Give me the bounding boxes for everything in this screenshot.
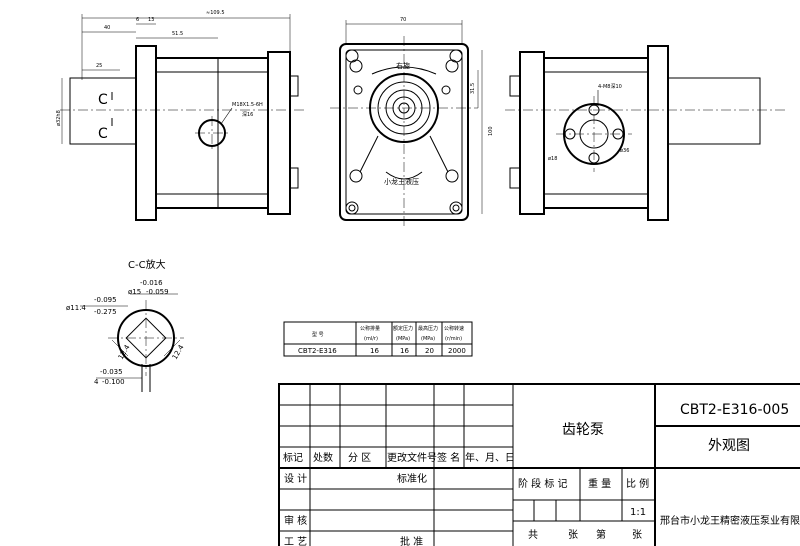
shaft-diameter-label: ø32h8 bbox=[56, 110, 62, 126]
view-name: 外观图 bbox=[708, 438, 750, 454]
spec-cell-model: CBT2-E316 bbox=[298, 347, 337, 355]
stage-label: 阶 段 标 记 bbox=[518, 477, 568, 490]
rev-mark: 标记 bbox=[283, 452, 303, 464]
rear-view: 4-M8深10 ø18 ø36 bbox=[505, 45, 785, 221]
key-4-label: 4 bbox=[94, 378, 99, 386]
section-cc: C-C放大 -0.016 ø15 -0.059 -0.095 ø11.4 -0.… bbox=[66, 258, 186, 392]
flange-height-label: 100 bbox=[488, 126, 494, 136]
front-view: ≈109.5 40 6 13 51.5 25 ø32h8 C C M18X1.5… bbox=[56, 10, 305, 221]
drawing-number: CBT2-E316-005 bbox=[680, 402, 789, 418]
rev-signature: 签 名 bbox=[437, 451, 460, 464]
flange-width-label: 70 bbox=[400, 17, 406, 23]
spec-cell-max: 20 bbox=[425, 347, 434, 355]
dim-40-label: 40 bbox=[104, 25, 110, 31]
rev-date: 年、月、日 bbox=[465, 451, 515, 464]
rear-dim-18-label: ø18 bbox=[548, 156, 557, 162]
rev-zone: 分 区 bbox=[348, 452, 371, 464]
spec-header-model: 型 号 bbox=[312, 331, 324, 338]
spec-table: 型 号 公称排量 额定压力 最高压力 公称转速 (ml/r) (MPa) (MP… bbox=[283, 321, 473, 357]
part-name: 齿轮泵 bbox=[562, 422, 604, 438]
standardize-label: 标准化 bbox=[397, 472, 427, 485]
section-mark-bottom: C bbox=[98, 126, 108, 142]
rotation-label: 右旋 bbox=[396, 61, 410, 70]
spec-header-speed: 公称转速 bbox=[444, 325, 464, 332]
dim-total-label: ≈109.5 bbox=[206, 10, 225, 16]
tol-lower-1: -0.059 bbox=[146, 288, 169, 296]
approve-label: 批 准 bbox=[400, 535, 423, 546]
company-name: 邢台市小龙王精密液压泵业有限公司 bbox=[660, 514, 800, 527]
tol-lower-2: -0.275 bbox=[94, 308, 117, 316]
spec-header-max-pressure: 最高压力 bbox=[418, 325, 438, 332]
scale-label: 比 例 bbox=[626, 477, 649, 490]
title-block: 齿轮泵 CBT2-E316-005 外观图 标记 处数 分 区 更改文件号 签 … bbox=[278, 383, 800, 546]
rev-count: 处数 bbox=[313, 451, 333, 464]
spec-unit-max: (MPa) bbox=[421, 336, 435, 342]
weight-label: 重 量 bbox=[588, 477, 611, 490]
tol-upper-3: -0.035 bbox=[100, 368, 123, 376]
spec-unit-speed: (r/min) bbox=[445, 336, 462, 342]
spec-cell-speed: 2000 bbox=[448, 347, 466, 355]
process-label: 工 艺 bbox=[284, 536, 307, 546]
tol-lower-3: -0.100 bbox=[102, 378, 125, 386]
rear-holes-label: 4-M8深10 bbox=[598, 83, 622, 90]
spec-unit-rated: (MPa) bbox=[396, 336, 410, 342]
review-label: 审 核 bbox=[284, 514, 307, 527]
brand-label: 小龙王液压 bbox=[384, 177, 419, 186]
section-mark-top: C bbox=[98, 92, 108, 108]
port-thread-label: M18X1.5-6H bbox=[232, 102, 263, 108]
spec-header-rated-pressure: 额定压力 bbox=[393, 325, 413, 332]
total-label: 共 bbox=[528, 529, 538, 541]
dim-6-label: 6 bbox=[136, 17, 139, 23]
spec-cell-rated: 16 bbox=[400, 347, 409, 355]
sheet-unit-a: 张 bbox=[568, 529, 578, 541]
dia-15-label: ø15 bbox=[128, 288, 141, 296]
sheet-no-label: 第 bbox=[596, 528, 606, 541]
port-depth-label: 深16 bbox=[242, 111, 253, 118]
sheet-unit-b: 张 bbox=[632, 529, 642, 541]
dia-11-4-label: ø11.4 bbox=[66, 304, 86, 312]
tol-upper-1: -0.016 bbox=[140, 279, 163, 287]
design-label: 设 计 bbox=[284, 472, 307, 485]
flange-view: 70 100 31.5 右旋 小龙王液压 bbox=[330, 17, 494, 228]
tol-upper-2: -0.095 bbox=[94, 296, 117, 304]
dim-13-label: 13 bbox=[148, 17, 154, 23]
dim-51-5-label: 51.5 bbox=[172, 31, 183, 37]
dim-25-label: 25 bbox=[96, 63, 102, 69]
spec-header-displacement: 公称排量 bbox=[360, 325, 380, 332]
spec-unit-displacement: (ml/r) bbox=[364, 336, 378, 342]
spec-cell-displacement: 16 bbox=[370, 347, 379, 355]
rear-dim-36-label: ø36 bbox=[620, 148, 629, 154]
flange-offset-label: 31.5 bbox=[470, 83, 476, 94]
rev-doc-no: 更改文件号 bbox=[387, 451, 437, 464]
scale-value: 1:1 bbox=[630, 507, 646, 518]
section-title: C-C放大 bbox=[128, 258, 166, 271]
